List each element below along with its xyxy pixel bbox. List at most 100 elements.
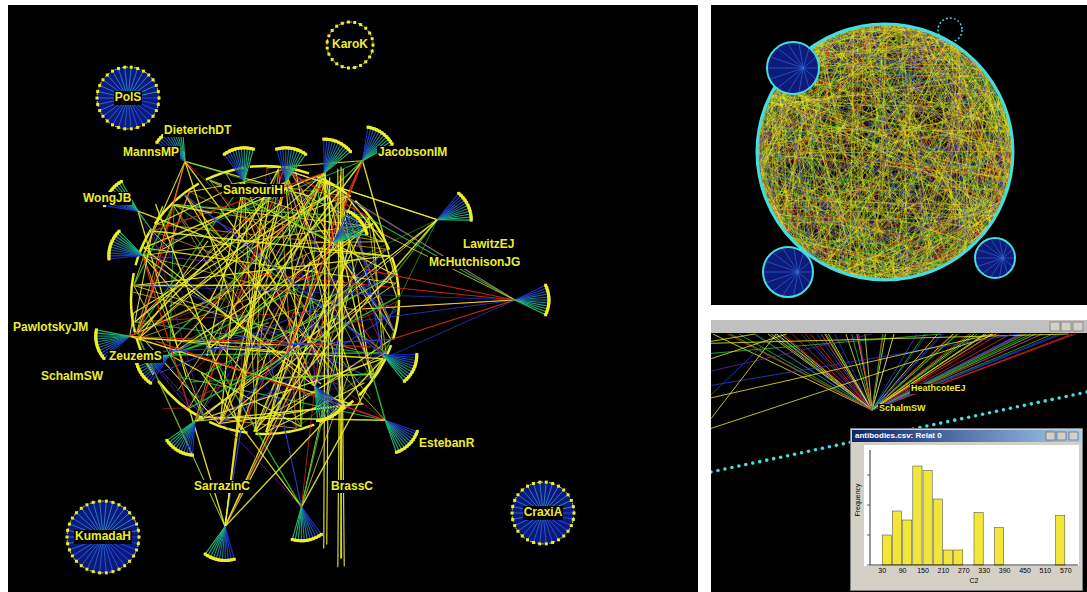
fan-cluster [165,421,195,456]
cluster-dot [362,224,365,227]
cluster-dot [413,435,416,438]
link-line [143,256,189,408]
cluster-dot [112,237,115,240]
fan-cluster [315,387,345,422]
cluster-dot [179,451,182,454]
overview-graph [757,18,1015,297]
cluster-dot [212,557,215,560]
fan-cluster [223,146,255,181]
cluster-dot [378,130,381,133]
link-line [190,374,374,382]
cluster-dot [303,539,306,542]
link-line [284,169,438,219]
cluster-dot [545,287,548,290]
cluster-dot [547,295,550,298]
cluster-dot [334,140,337,143]
cluster-dot [415,433,418,436]
link-line [185,195,383,355]
fan-line [167,421,195,440]
overview-line [975,61,1003,201]
overview-line [759,26,909,131]
cluster-dot [465,201,468,204]
cluster-dot [223,153,226,156]
fan-cluster [107,230,142,261]
cluster-dot [346,210,349,213]
cluster-dot [544,284,547,287]
cluster-dot [209,556,212,559]
cluster-dot [360,221,363,224]
fan-cluster [275,146,307,181]
cluster-dot [398,450,401,453]
cluster-dot [281,146,284,149]
fan-cluster [334,210,368,243]
fan-cluster [204,527,236,562]
fan-line [315,387,321,421]
cluster-dot [185,453,188,456]
fan-cluster [515,284,551,317]
cluster-dot [118,230,121,233]
fan-line [96,330,129,336]
cluster-dot [547,305,550,308]
overview-line [928,32,975,61]
cluster-dot [243,146,246,149]
link-line [220,254,306,424]
cluster-dot [108,245,111,248]
cluster-dot [331,415,334,418]
overview-line [801,45,956,248]
cluster-dot [306,539,309,542]
fan-line [515,300,546,315]
fan-arc [368,127,392,144]
cluster-dot [547,302,550,305]
link-line [241,353,386,430]
link-line [225,196,264,527]
overview-line [759,177,974,244]
cluster-dot [463,199,466,202]
window-button [1061,322,1071,331]
overview-line [873,25,1013,151]
fan-line [385,420,396,452]
cluster-dot [227,559,230,562]
cluster-dot [544,313,547,316]
link-line [163,407,189,409]
fan-arc [396,431,417,452]
fan-line [286,154,306,182]
fan-line [109,256,143,259]
link-line [346,196,383,242]
cluster-dot [328,416,331,419]
overview-line [799,58,1013,146]
cluster-dot [177,449,180,452]
fan-line [283,148,286,182]
link-line [324,172,326,548]
link-line [268,353,301,507]
fan-line [301,507,304,541]
cluster-dot [230,558,233,561]
cluster-dot [340,142,343,145]
cluster-dot [188,453,191,456]
fan-line [315,387,318,421]
link-line [204,417,385,420]
link-line [134,256,390,286]
cluster-dot [411,371,414,374]
cluster-dot [412,368,415,371]
fan-line [225,527,231,560]
overview-line [975,61,1010,123]
cluster-dot [322,418,325,421]
cluster-dot [328,138,331,141]
fan-line [437,217,471,220]
overview-line [794,242,944,266]
cluster-dot [234,148,237,151]
cluster-dot [320,533,323,536]
link-lines [130,161,515,567]
link-line [173,205,212,213]
cluster-dot [117,182,120,185]
fan-cluster [322,138,352,173]
cluster-dot [469,213,472,216]
fan-line [244,149,253,182]
cluster-dot [322,138,325,141]
cluster-dot [139,371,142,374]
overview-line [757,32,842,148]
fan-arc [324,139,351,152]
cluster-dot [325,417,328,420]
cluster-dot [96,346,99,349]
overview-line [820,42,1012,164]
